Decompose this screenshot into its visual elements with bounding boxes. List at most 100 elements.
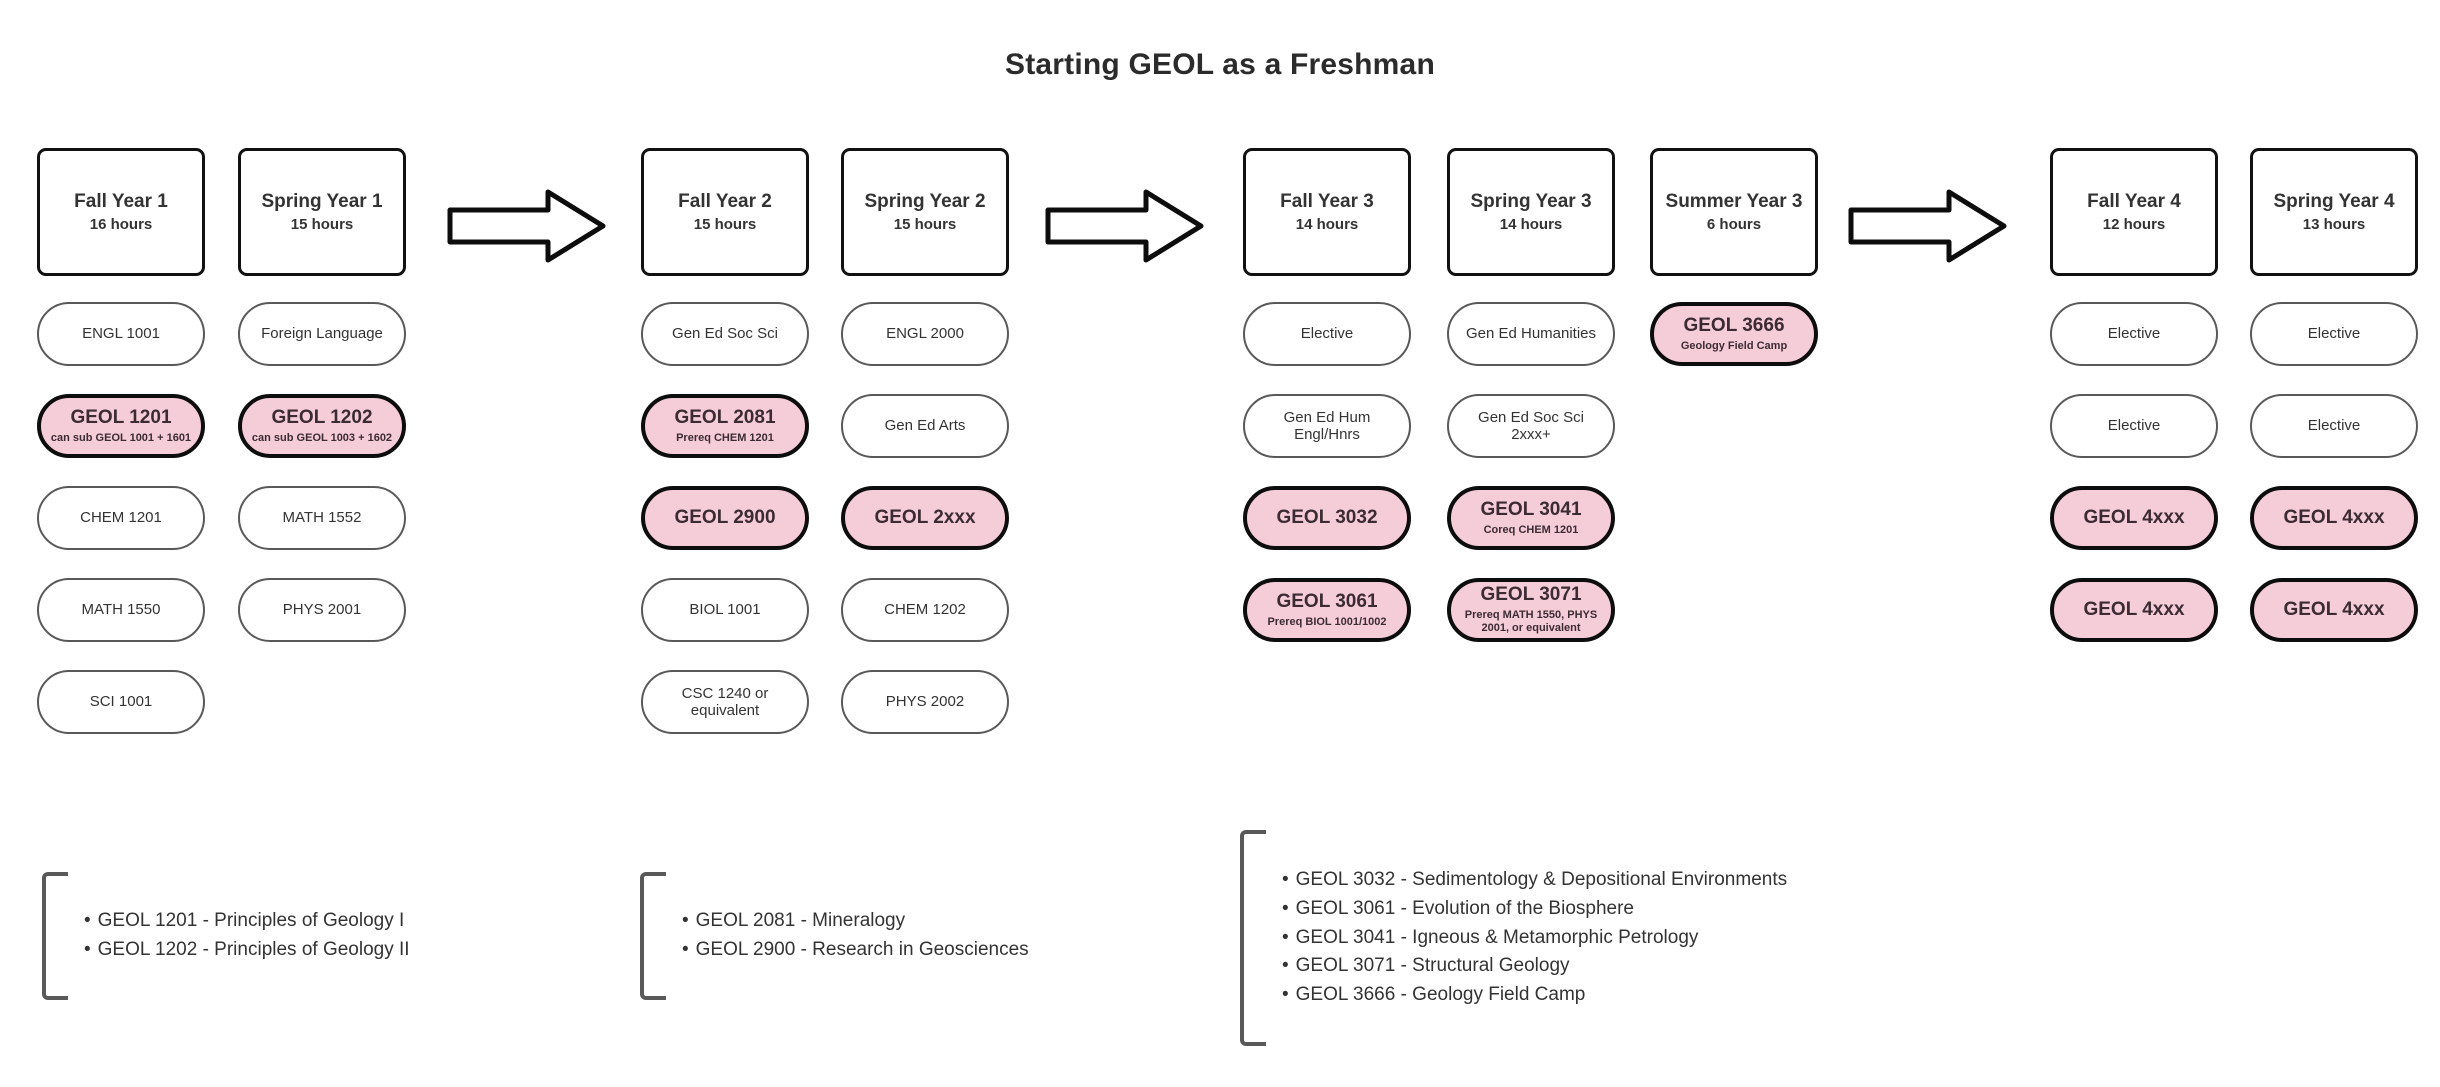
course-pill[interactable]: Gen Ed Soc Sci xyxy=(641,302,809,366)
geol-course-pill[interactable]: GEOL 4xxx xyxy=(2050,578,2218,642)
course-note: Coreq CHEM 1201 xyxy=(1483,523,1579,536)
geol-course-pill[interactable]: GEOL 2900 xyxy=(641,486,809,550)
geol-course-pill[interactable]: GEOL 2xxx xyxy=(841,486,1009,550)
course-pill[interactable]: Gen Ed Hum Engl/Hnrs xyxy=(1243,394,1411,458)
semester-hours: 15 hours xyxy=(290,216,354,234)
legend-item-label: GEOL 3041 - Igneous & Metamorphic Petrol… xyxy=(1295,926,1699,948)
semester-name: Fall Year 4 xyxy=(2087,190,2181,212)
semester-name: Spring Year 1 xyxy=(261,190,383,212)
course-label: GEOL 3666 xyxy=(1683,314,1785,336)
course-pill[interactable]: Gen Ed Arts xyxy=(841,394,1009,458)
course-label: CSC 1240 or equivalent xyxy=(681,684,769,719)
course-pill[interactable]: MATH 1552 xyxy=(238,486,406,550)
course-pill[interactable]: ENGL 2000 xyxy=(841,302,1009,366)
bullet-icon: • xyxy=(1282,926,1289,948)
semester-header-box[interactable]: Fall Year 4 12 hours xyxy=(2050,148,2218,276)
course-pill[interactable]: CHEM 1201 xyxy=(37,486,205,550)
legend-item-label: GEOL 3666 - Geology Field Camp xyxy=(1295,984,1586,1006)
semester-hours: 12 hours xyxy=(2102,216,2166,234)
course-label: Elective xyxy=(2107,417,2161,435)
geol-course-pill[interactable]: GEOL 4xxx xyxy=(2250,578,2418,642)
course-label: GEOL 1201 xyxy=(70,406,172,428)
legend-block: •GEOL 1201 - Principles of Geology I•GEO… xyxy=(42,872,410,1000)
course-label: Elective xyxy=(2307,417,2361,435)
course-label: Gen Ed Hum Engl/Hnrs xyxy=(1283,408,1371,443)
course-pill[interactable]: Elective xyxy=(2050,394,2218,458)
semester-name: Fall Year 2 xyxy=(678,190,772,212)
legend-item-label: GEOL 3061 - Evolution of the Biosphere xyxy=(1295,897,1634,919)
legend-item-list: •GEOL 2081 - Mineralogy•GEOL 2900 - Rese… xyxy=(666,872,1029,1000)
semester-header-box[interactable]: Fall Year 2 15 hours xyxy=(641,148,809,276)
course-label: PHYS 2002 xyxy=(885,693,965,711)
course-note: Prereq MATH 1550, PHYS 2001, or equivale… xyxy=(1464,609,1598,634)
course-label: Gen Ed Arts xyxy=(884,417,966,435)
course-label: CHEM 1201 xyxy=(80,509,162,527)
course-label: Foreign Language xyxy=(261,325,383,343)
semester-header-box[interactable]: Spring Year 1 15 hours xyxy=(238,148,406,276)
course-pill[interactable]: Foreign Language xyxy=(238,302,406,366)
arrow-year2-to-year3-icon xyxy=(1042,186,1207,271)
bullet-icon: • xyxy=(682,910,689,932)
course-pill[interactable]: ENGL 1001 xyxy=(37,302,205,366)
course-pill[interactable]: Gen Ed Soc Sci 2xxx+ xyxy=(1447,394,1615,458)
legend-item-label: GEOL 3032 - Sedimentology & Depositional… xyxy=(1295,868,1788,890)
course-label: Elective xyxy=(2307,325,2361,343)
legend-item: • GEOL 3032 - Sedimentology & Depositiona… xyxy=(1282,866,1787,895)
course-label: GEOL 4xxx xyxy=(2083,598,2185,620)
course-pill[interactable]: BIOL 1001 xyxy=(641,578,809,642)
course-pill[interactable]: Elective xyxy=(1243,302,1411,366)
legend-item: •GEOL 1202 - Principles of Geology II xyxy=(84,936,410,965)
geol-course-pill[interactable]: GEOL 4xxx xyxy=(2050,486,2218,550)
semester-name: Summer Year 3 xyxy=(1665,190,1803,212)
course-pill[interactable]: SCI 1001 xyxy=(37,670,205,734)
course-note: Prereq BIOL 1001/1002 xyxy=(1267,615,1387,628)
course-label: Elective xyxy=(2107,325,2161,343)
semester-hours: 16 hours xyxy=(89,216,153,234)
legend-item-list: • GEOL 3032 - Sedimentology & Depositiona… xyxy=(1266,830,1787,1046)
course-pill[interactable]: PHYS 2001 xyxy=(238,578,406,642)
course-label: GEOL 4xxx xyxy=(2283,506,2385,528)
semester-hours: 15 hours xyxy=(693,216,757,234)
course-label: GEOL 2081 xyxy=(674,406,776,428)
legend-item-list: •GEOL 1201 - Principles of Geology I•GEO… xyxy=(68,872,410,1000)
geol-course-pill[interactable]: GEOL 3032 xyxy=(1243,486,1411,550)
legend-item-label: GEOL 2900 - Research in Geosciences xyxy=(695,939,1029,960)
course-pill[interactable]: Elective xyxy=(2050,302,2218,366)
course-pill[interactable]: MATH 1550 xyxy=(37,578,205,642)
course-pill[interactable]: Gen Ed Humanities xyxy=(1447,302,1615,366)
bullet-icon: • xyxy=(84,939,91,960)
course-pill[interactable]: CSC 1240 or equivalent xyxy=(641,670,809,734)
course-pill[interactable]: Elective xyxy=(2250,394,2418,458)
course-pill[interactable]: CHEM 1202 xyxy=(841,578,1009,642)
course-label: GEOL 1202 xyxy=(271,406,373,428)
bullet-icon: • xyxy=(1282,897,1289,919)
course-pill[interactable]: Elective xyxy=(2250,302,2418,366)
bullet-icon: • xyxy=(1282,868,1289,890)
course-label: SCI 1001 xyxy=(89,693,153,711)
arrow-year1-to-year2-icon xyxy=(444,186,609,271)
course-label: Elective xyxy=(1300,325,1354,343)
course-pill[interactable]: PHYS 2002 xyxy=(841,670,1009,734)
geol-course-pill[interactable]: GEOL 4xxx xyxy=(2250,486,2418,550)
